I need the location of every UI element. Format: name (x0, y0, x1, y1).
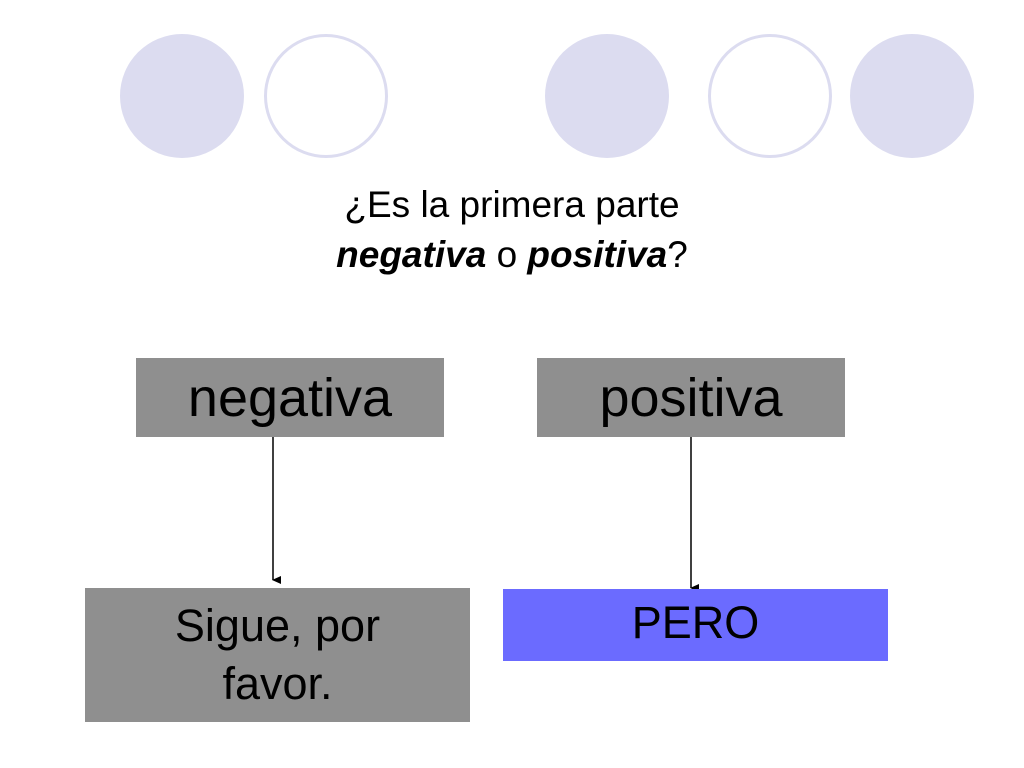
decorative-circle-outline (708, 34, 832, 158)
sigue-box: Sigue, por favor. (85, 588, 470, 722)
negative-box: negativa (136, 358, 444, 437)
decorative-circle-filled (850, 34, 974, 158)
pero-box-label: PERO (631, 597, 760, 648)
question-line-2: negativa o positiva? (212, 230, 812, 280)
sigue-box-label: Sigue, por favor. (174, 600, 381, 709)
question-line-1: ¿Es la primera parte (344, 184, 680, 225)
question-connector-word: o (496, 234, 518, 275)
negative-box-label: negativa (187, 367, 393, 428)
pero-box: PERO (503, 589, 888, 661)
question-positive-word: positiva (527, 234, 668, 275)
decorative-circle-outline (264, 34, 388, 158)
decorative-circle-filled (120, 34, 244, 158)
question-end-mark: ? (667, 234, 688, 275)
positive-box-label: positiva (599, 367, 783, 428)
positive-box: positiva (537, 358, 845, 437)
question-negative-word: negativa (336, 234, 487, 275)
decorative-circle-filled (545, 34, 669, 158)
question-text: ¿Es la primera parte negativa o positiva… (212, 180, 812, 280)
